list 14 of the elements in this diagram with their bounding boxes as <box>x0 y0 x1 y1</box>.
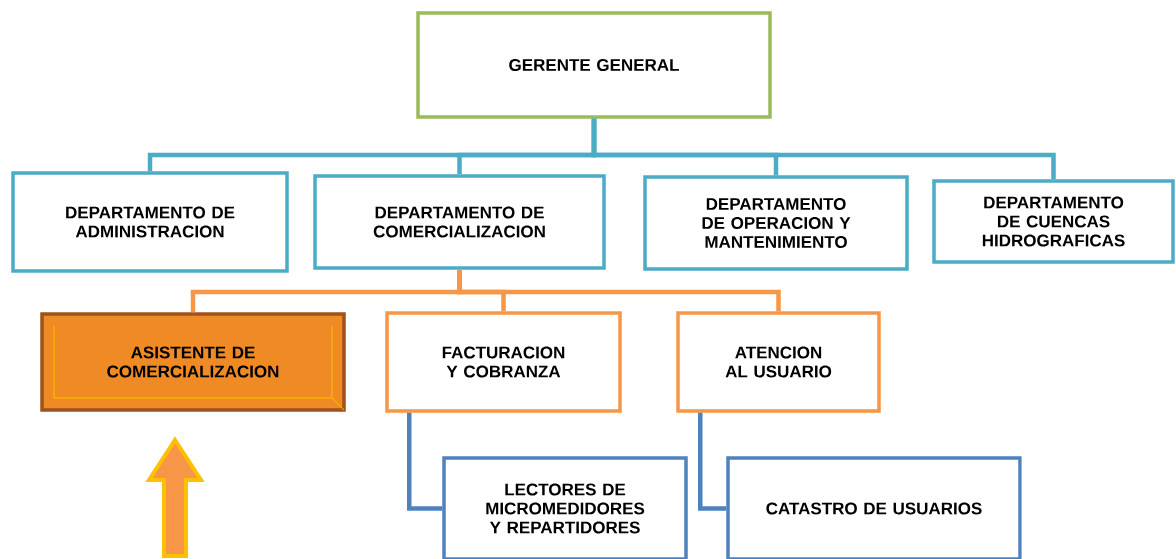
org-box: FACTURACION Y COBRANZA <box>385 311 622 413</box>
connector-line <box>591 118 1056 180</box>
org-box: DEPARTAMENTO DE ADMINISTRACION <box>11 171 289 273</box>
assistant-box: ASISTENTE DE COMERCIALIZACION <box>40 312 346 412</box>
org-box: GERENTE GENERAL <box>416 11 772 119</box>
org-box: DEPARTAMENTO DE CUENCAS HIDROGRAFICAS <box>932 179 1175 264</box>
connector-line <box>407 412 443 511</box>
org-box: DEPARTAMENTO DE OPERACION Y MANTENIMIENTO <box>643 175 909 271</box>
org-box: LECTORES DE MICROMEDIDORES Y REPARTIDORES <box>442 456 688 559</box>
org-box: CATASTRO DE USUARIOS <box>726 456 1022 559</box>
org-box: DEPARTAMENTO DE COMERCIALIZACION <box>313 174 606 270</box>
connector-line <box>457 269 781 312</box>
connector-line <box>698 412 727 511</box>
org-box: ATENCION AL USUARIO <box>676 311 881 413</box>
